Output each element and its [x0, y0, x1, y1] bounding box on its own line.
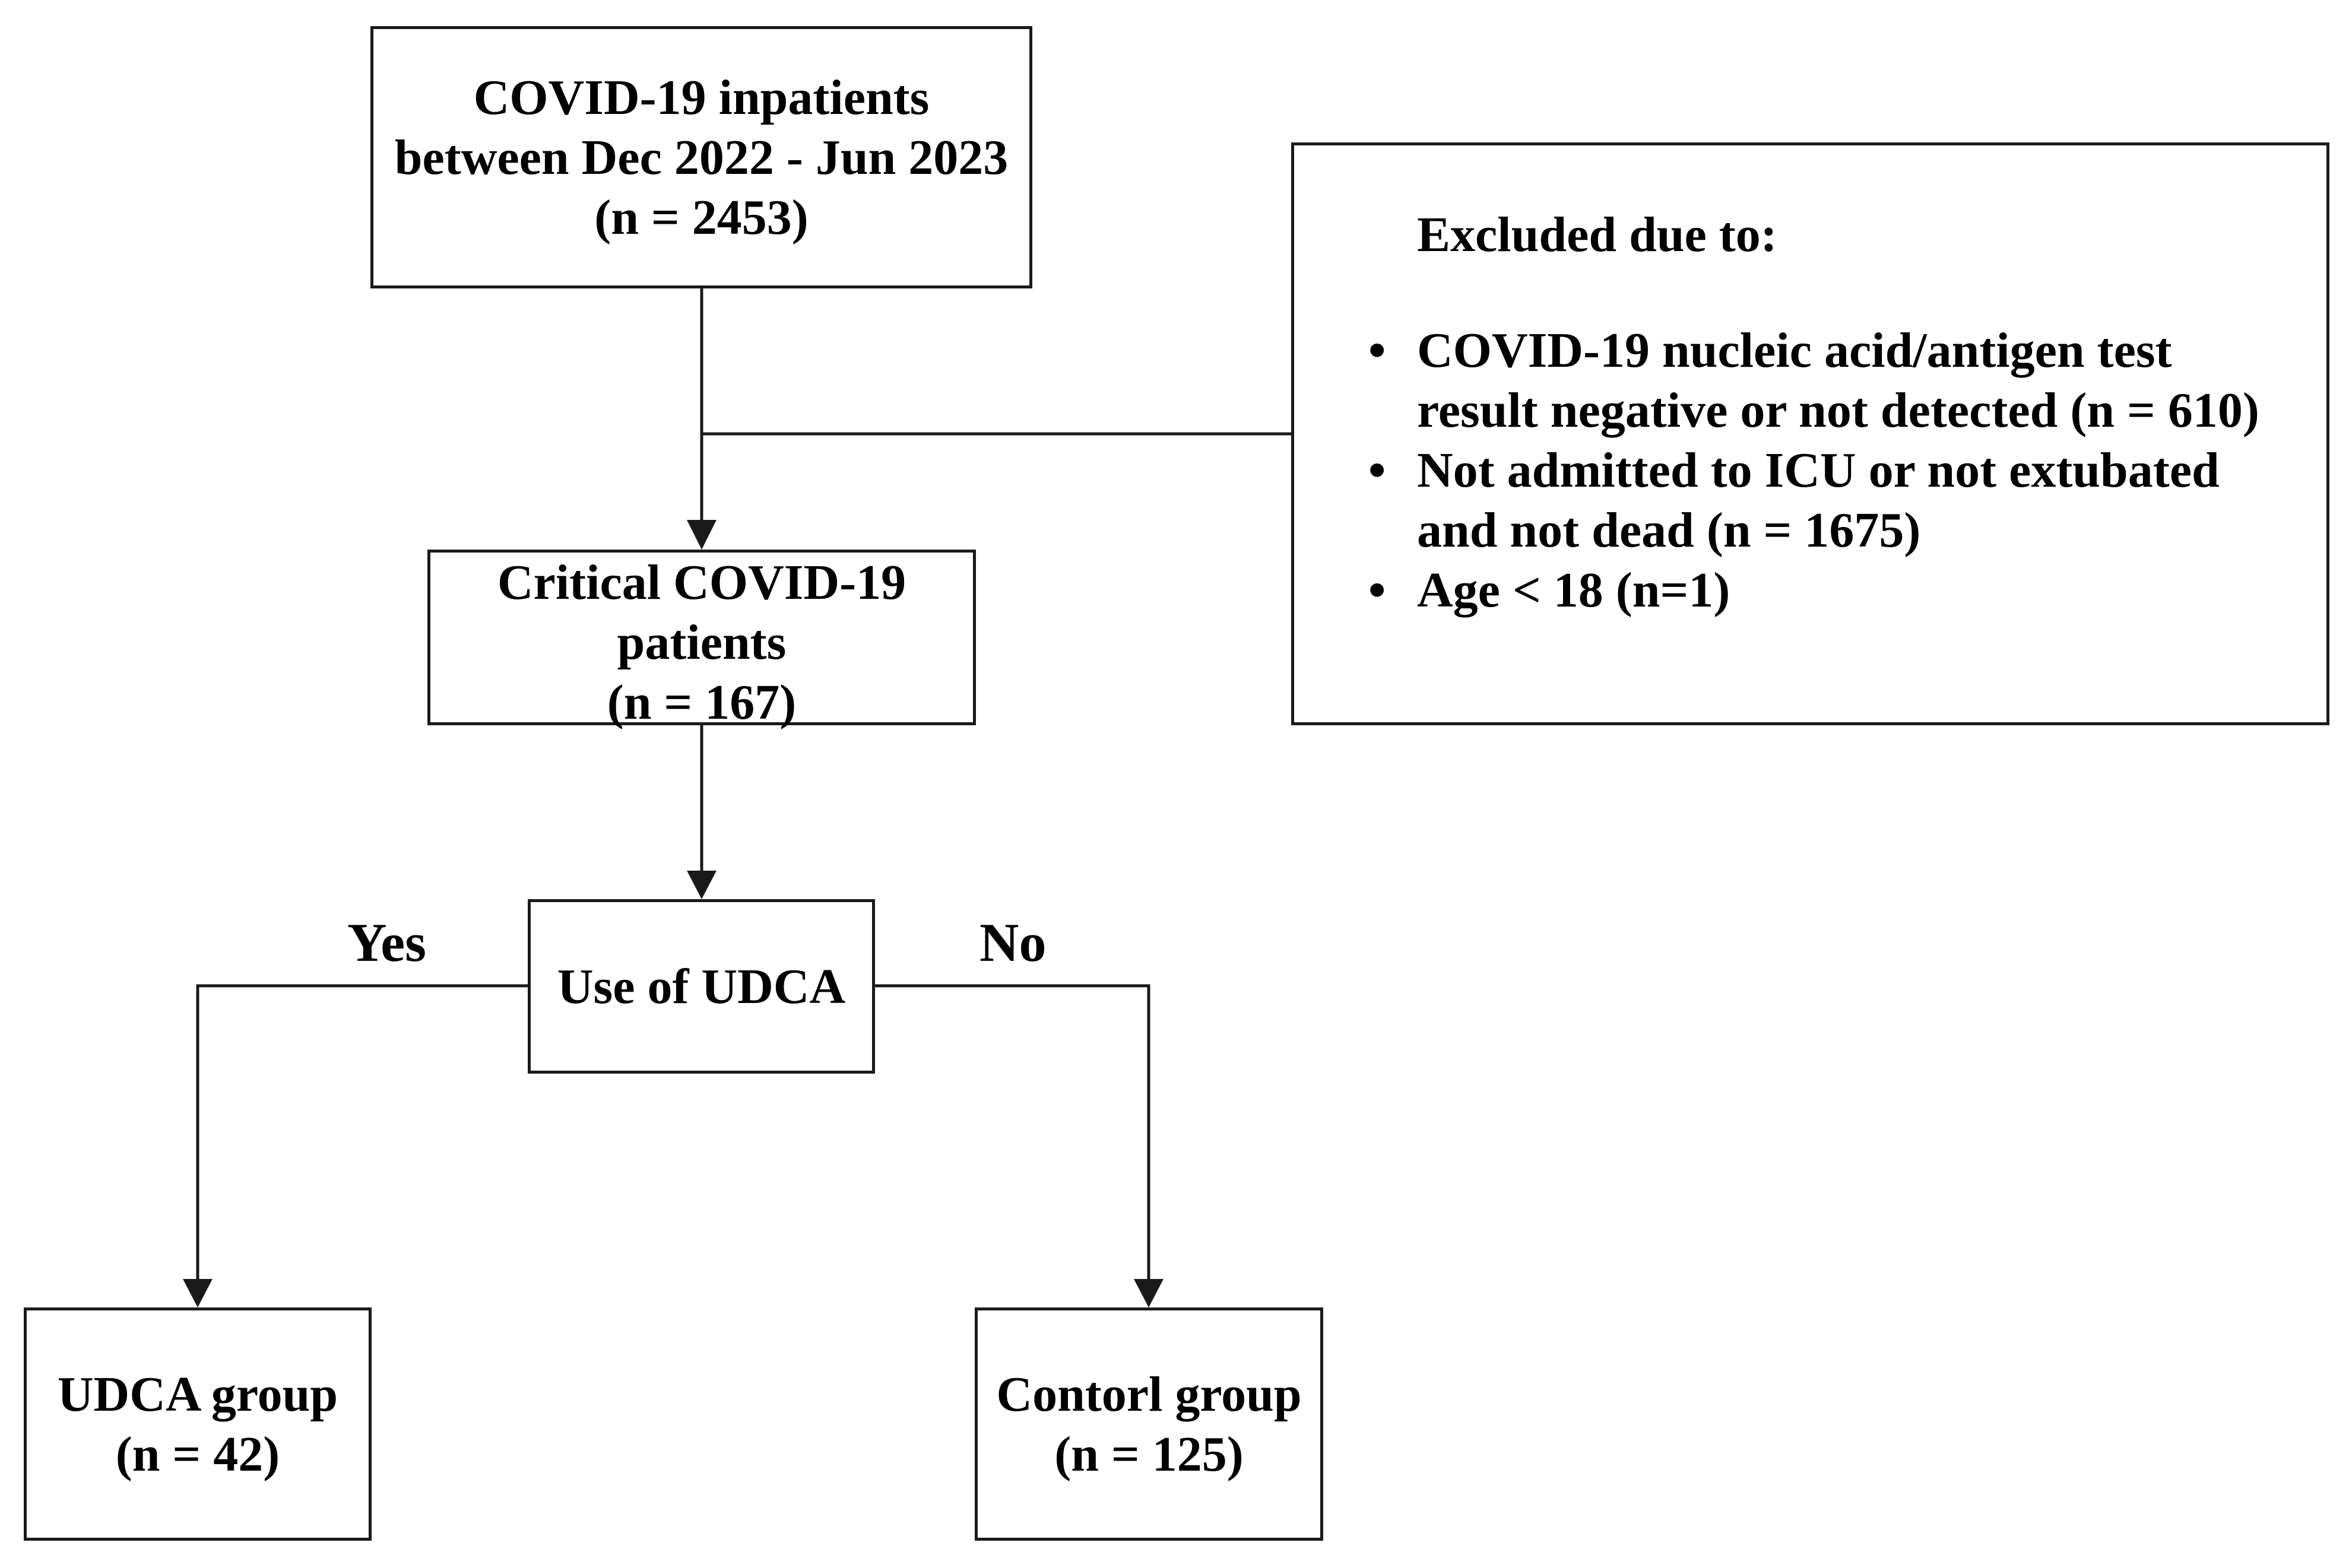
inpatients-period: between Dec 2022 - Jun 2023: [394, 129, 1009, 185]
control-group-count: (n = 125): [1054, 1426, 1244, 1482]
exclusion-item-line: COVID-19 nucleic acid/antigen test: [1417, 323, 2172, 378]
critical-patients-box: Critical COVID-19 patients (n = 167): [427, 550, 976, 730]
exclusion-item-line: result negative or not detected (n = 610…: [1417, 383, 2259, 438]
exclusion-item-test-negative: • COVID-19 nucleic acid/antigen test res…: [1294, 320, 2259, 440]
critical-subtitle: patients: [617, 615, 787, 670]
arrowhead-udca-group: [183, 1279, 213, 1307]
exclusion-box: Excluded due to: • COVID-19 nucleic acid…: [1291, 142, 2329, 725]
branch-label-yes: Yes: [347, 912, 426, 973]
arrowhead-udca-use: [687, 871, 717, 899]
udca-group-box: UDCA group (n = 42): [24, 1307, 372, 1541]
arrowhead-critical: [687, 520, 717, 550]
control-group-title: Contorl group: [996, 1366, 1302, 1422]
control-group-box: Contorl group (n = 125): [975, 1307, 1323, 1541]
inpatients-count: (n = 2453): [594, 189, 809, 245]
udca-decision-label: Use of UDCA: [557, 958, 846, 1014]
exclusion-item-line: and not dead (n = 1675): [1417, 503, 1921, 558]
bullet-icon: •: [1368, 443, 1386, 498]
exclusion-item-line: Age < 18 (n=1): [1417, 563, 1730, 618]
inpatients-title: COVID-19 inpatients: [473, 69, 930, 125]
udca-group-title: UDCA group: [57, 1366, 338, 1422]
arrowhead-control-group: [1134, 1279, 1164, 1307]
udca-group-count: (n = 42): [115, 1426, 280, 1482]
exclusion-item-not-icu: • Not admitted to ICU or not extubated a…: [1294, 440, 2259, 560]
exclusion-item-line: Not admitted to ICU or not extubated: [1417, 443, 2220, 498]
inpatients-box: COVID-19 inpatients between Dec 2022 - J…: [370, 26, 1032, 288]
connector-no-branch: [875, 984, 1150, 1279]
connector-yes-branch: [196, 984, 528, 1279]
exclusion-item-age: • Age < 18 (n=1): [1294, 560, 2259, 620]
udca-decision-box: Use of UDCA: [528, 899, 875, 1074]
exclusion-title: Excluded due to:: [1417, 207, 1777, 262]
bullet-icon: •: [1368, 323, 1386, 378]
bullet-icon: •: [1368, 563, 1386, 618]
branch-label-no: No: [979, 912, 1047, 973]
critical-count: (n = 167): [607, 675, 797, 730]
exclusion-list: • COVID-19 nucleic acid/antigen test res…: [1294, 320, 2259, 620]
critical-title: Critical COVID-19: [497, 555, 906, 610]
